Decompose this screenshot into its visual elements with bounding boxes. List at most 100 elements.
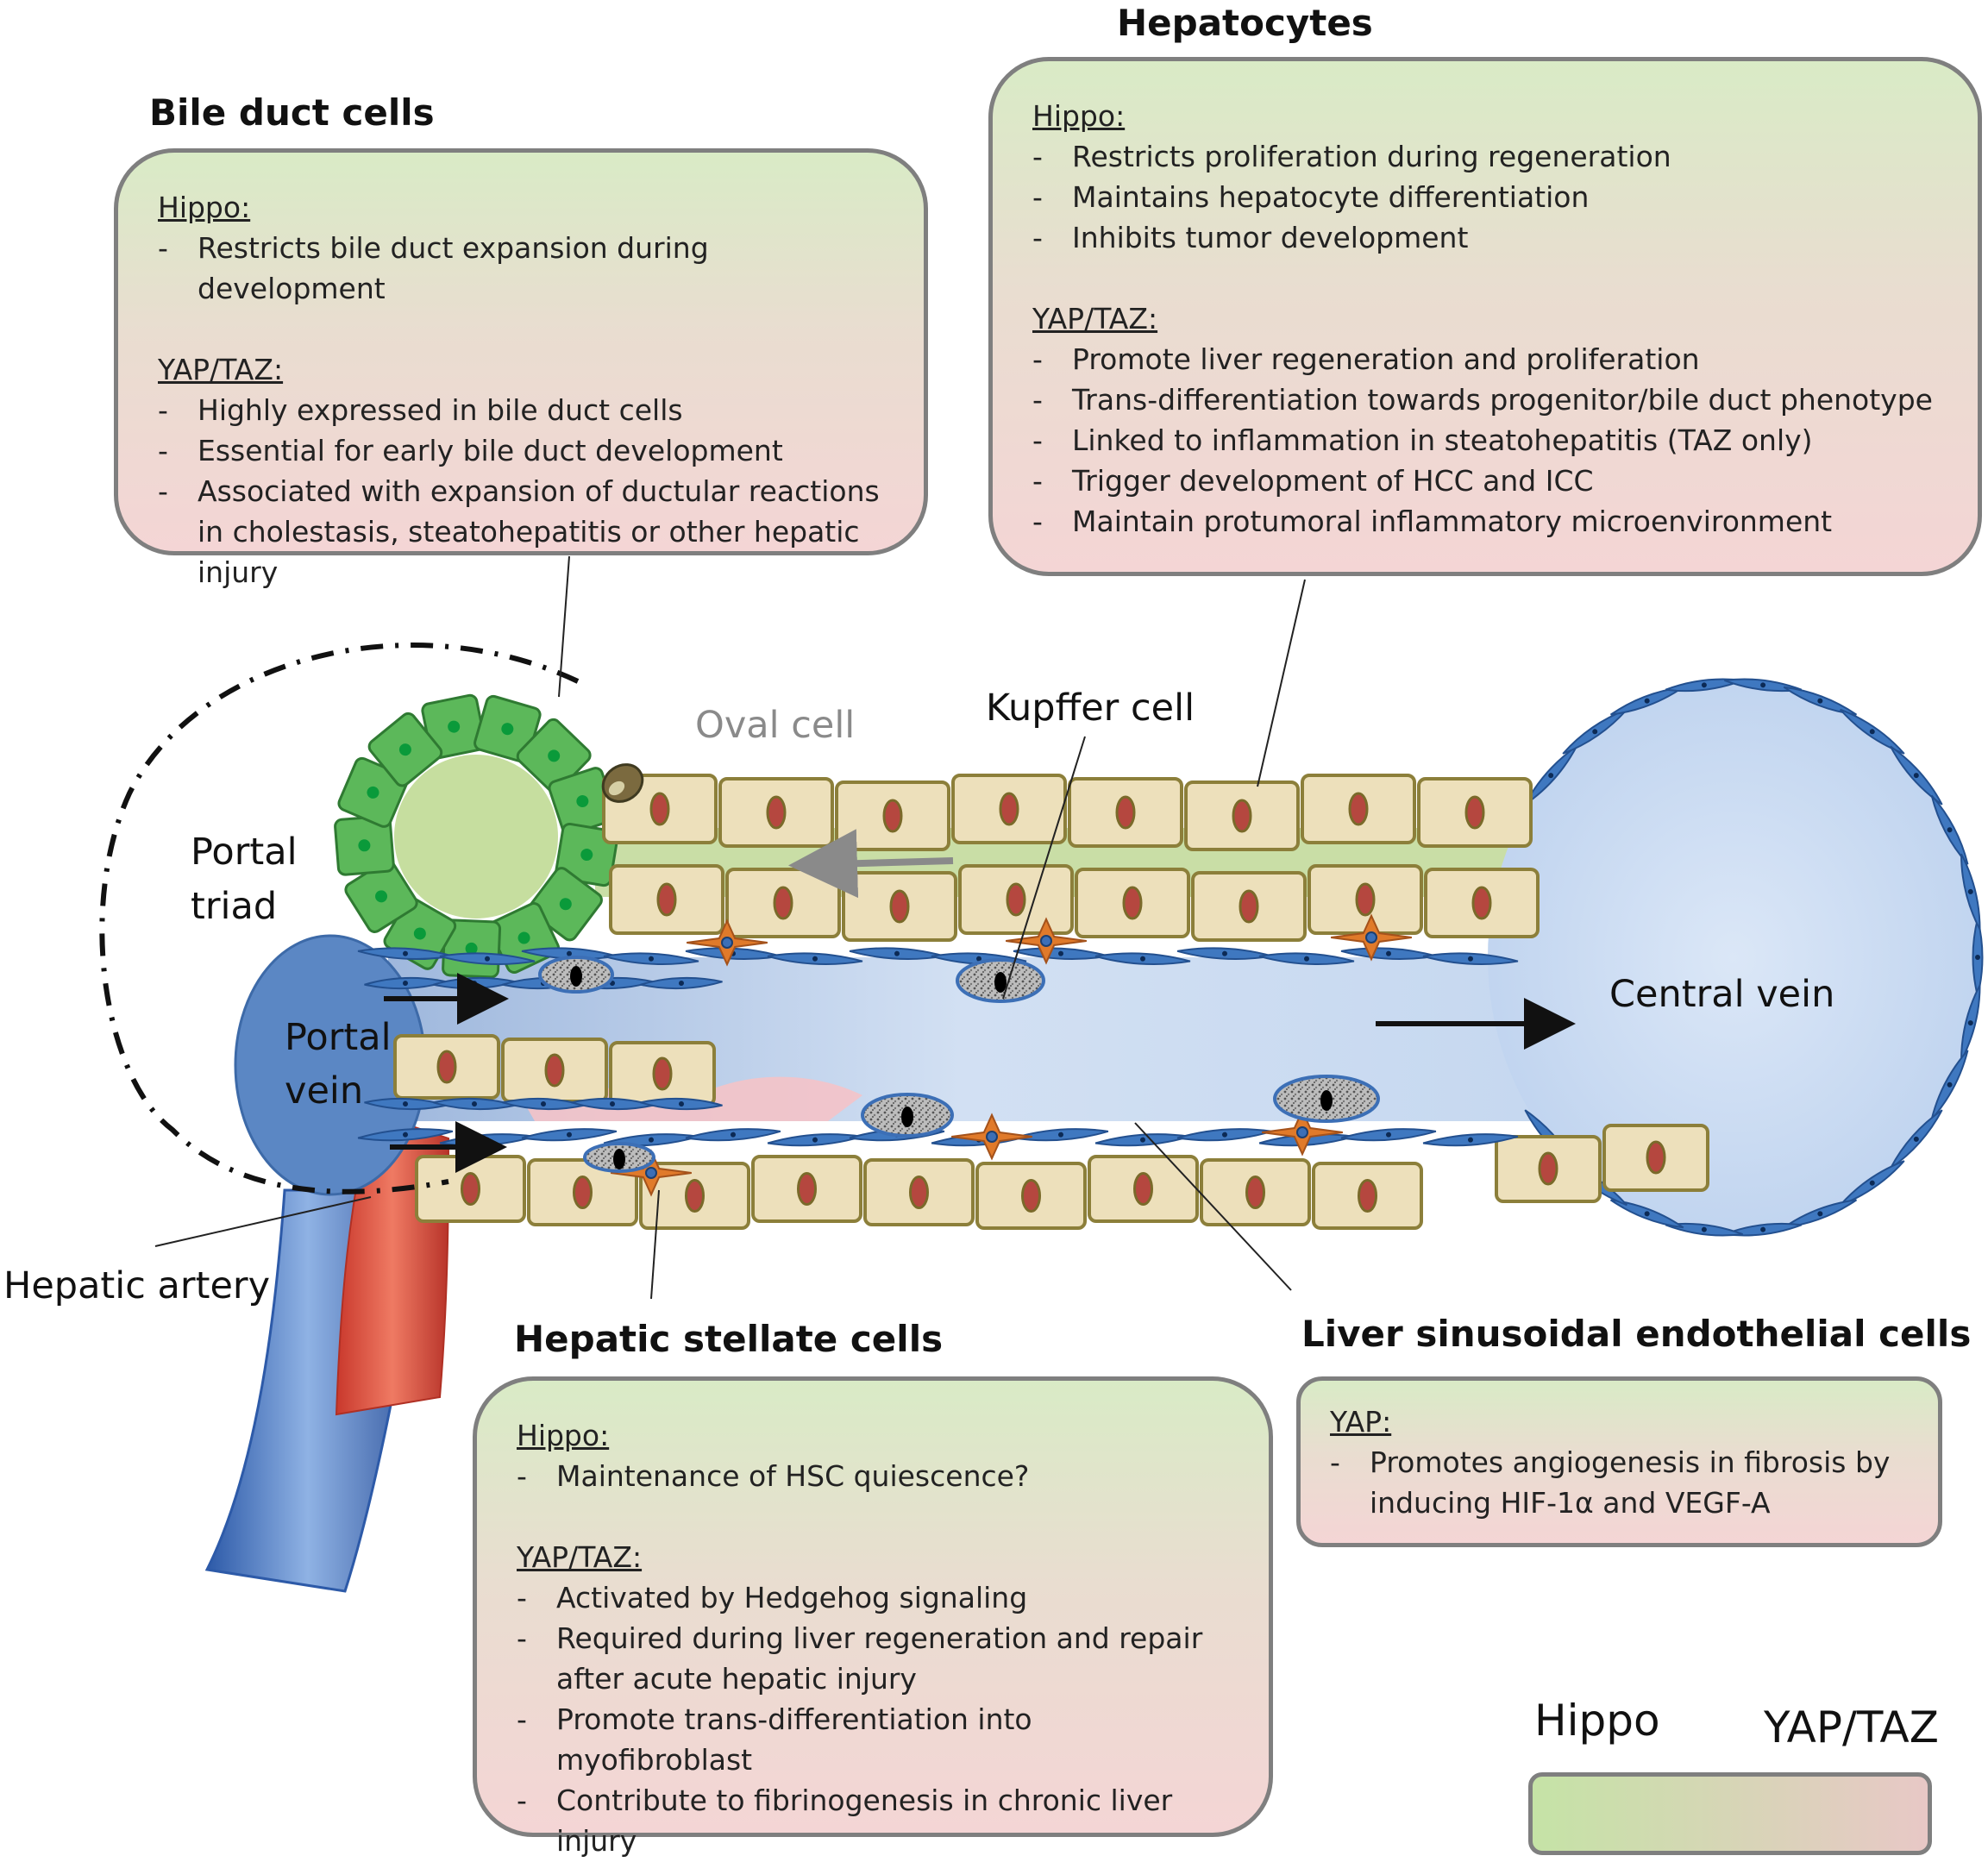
hepatocyte bbox=[1417, 777, 1533, 848]
endothelial-cell bbox=[1013, 1128, 1109, 1142]
hsc-yap-heading: YAP/TAZ: bbox=[517, 1540, 643, 1574]
label-portal-triad-line2: triad bbox=[191, 885, 278, 928]
endothelial-cell bbox=[767, 952, 863, 966]
hepatocyte bbox=[958, 864, 1074, 935]
label-hepatic-artery: Hepatic artery bbox=[3, 1264, 271, 1307]
hepatocyte bbox=[842, 871, 957, 942]
hepatocyte bbox=[609, 1041, 716, 1107]
list-item: -Required during liver regeneration and … bbox=[517, 1621, 1203, 1696]
hepatocyte bbox=[951, 774, 1067, 844]
title-hepatocytes: Hepatocytes bbox=[1117, 2, 1373, 44]
label-oval-cell: Oval cell bbox=[695, 704, 856, 747]
endothelial-cell bbox=[640, 976, 723, 990]
stellate-cell bbox=[1006, 917, 1087, 965]
list-item: -Activated by Hedgehog signaling bbox=[517, 1581, 1028, 1614]
endothelial-cell bbox=[1340, 1128, 1437, 1142]
kupffer-cell bbox=[861, 1093, 954, 1138]
hepatocyte bbox=[1602, 1124, 1709, 1192]
hepatocyte bbox=[1075, 868, 1190, 938]
list-item: -Promotes angiogenesis in fibrosis by in… bbox=[1330, 1445, 1891, 1520]
list-item: -Maintain protumoral inflammatory microe… bbox=[1032, 505, 1833, 538]
bile-duct-cell bbox=[367, 712, 443, 787]
endothelial-cell bbox=[1422, 1133, 1519, 1147]
hepatocyte bbox=[1312, 1162, 1423, 1230]
endothelial-cell bbox=[1960, 853, 1981, 931]
endothelial-cell bbox=[685, 1128, 781, 1142]
hepatocyte bbox=[1308, 864, 1423, 935]
hepatocyte bbox=[718, 777, 834, 848]
hepatocyte bbox=[975, 1162, 1087, 1230]
list-item: -Associated with expansion of ductular r… bbox=[158, 474, 880, 589]
list-item: -Promote trans-differentiation into myof… bbox=[517, 1702, 1032, 1777]
hepatocyte bbox=[393, 1034, 500, 1100]
bile-flow-arrow bbox=[788, 829, 954, 899]
hepatocyte bbox=[639, 1162, 750, 1230]
lsec-info-box: YAP: -Promotes angiogenesis in fibrosis … bbox=[1296, 1376, 1942, 1547]
kupffer-cells bbox=[538, 956, 1380, 1173]
label-portal-vein-line1: Portal bbox=[285, 1016, 392, 1059]
label-portal-vein-line2: vein bbox=[285, 1069, 364, 1113]
list-item: -Promote liver regeneration and prolifer… bbox=[1032, 342, 1700, 376]
label-central-vein: Central vein bbox=[1609, 973, 1835, 1016]
kupffer-cell bbox=[956, 958, 1045, 1003]
pointer-hsc bbox=[650, 1189, 660, 1300]
hep-yap-heading: YAP/TAZ: bbox=[1032, 302, 1158, 335]
list-item: -Trans-differentiation towards progenito… bbox=[1032, 383, 1933, 417]
kupffer-cell bbox=[538, 956, 614, 994]
endothelial-cell bbox=[1094, 952, 1191, 966]
title-hepatic-stellate-cells: Hepatic stellate cells bbox=[514, 1318, 944, 1360]
hepatic-stellate-cells bbox=[611, 913, 1412, 1197]
endothelial-cell bbox=[357, 1128, 454, 1142]
endothelial-cell bbox=[1783, 686, 1857, 716]
stellate-info-box: Hippo: -Maintenance of HSC quiescence? Y… bbox=[473, 1376, 1273, 1858]
list-item: -Trigger development of HCC and ICC bbox=[1032, 464, 1594, 498]
list-item: -Linked to inflammation in steatohepatit… bbox=[1032, 423, 1813, 457]
portal-triad-outline bbox=[99, 643, 580, 1194]
hepatocyte bbox=[1068, 777, 1183, 848]
endothelial-cell bbox=[1839, 708, 1905, 755]
endothelial-cell bbox=[1930, 794, 1969, 865]
list-item: -Highly expressed in bile duct cells bbox=[158, 393, 683, 427]
endothelial-cell bbox=[603, 952, 699, 966]
pointer-bile bbox=[558, 555, 570, 698]
endothelial-cell bbox=[1094, 1133, 1191, 1147]
list-item: -Essential for early bile duct developme… bbox=[158, 434, 783, 467]
hepatocyte bbox=[609, 864, 724, 935]
stellate-cell bbox=[687, 918, 768, 967]
endothelial-cell bbox=[1422, 952, 1519, 966]
endothelial-cell bbox=[1890, 745, 1943, 806]
stellate-cell bbox=[1331, 913, 1412, 962]
hepatocyte bbox=[1424, 868, 1540, 938]
bile-hippo-heading: Hippo: bbox=[158, 191, 251, 224]
kupffer-cell bbox=[1273, 1075, 1380, 1123]
hepatocyte bbox=[1301, 774, 1416, 844]
hepatocyte-plates bbox=[393, 774, 1709, 1230]
list-item: -Contribute to fibrinogenesis in chronic… bbox=[517, 1784, 1173, 1858]
hepatocyte bbox=[501, 1038, 608, 1103]
pointer-artery bbox=[154, 1196, 372, 1247]
bile-duct-info-box: Hippo: -Restricts bile duct expansion du… bbox=[114, 148, 928, 589]
hep-hippo-heading: Hippo: bbox=[1032, 99, 1126, 133]
endothelial-cell bbox=[1176, 1128, 1273, 1142]
list-item: -Inhibits tumor development bbox=[1032, 221, 1469, 254]
lsec-yap-heading: YAP: bbox=[1330, 1405, 1392, 1439]
kupffer-cell bbox=[583, 1142, 655, 1173]
hepatocyte bbox=[1184, 781, 1300, 851]
central-vein bbox=[1488, 681, 1979, 1233]
endothelial-cell bbox=[1258, 952, 1355, 966]
endothelial-cell bbox=[1610, 1199, 1684, 1229]
pointer-lsec bbox=[1134, 1122, 1292, 1291]
label-portal-triad-line1: Portal bbox=[191, 831, 298, 874]
endothelial-cell bbox=[767, 1133, 863, 1147]
hepatocyte bbox=[835, 781, 950, 851]
endothelial-cell bbox=[439, 952, 536, 966]
hepatocyte bbox=[751, 1155, 862, 1223]
list-item: -Maintenance of HSC quiescence? bbox=[517, 1459, 1030, 1493]
hepatocyte bbox=[863, 1158, 975, 1226]
endothelial-cell bbox=[640, 1097, 723, 1111]
pointer-hep bbox=[1257, 579, 1306, 787]
hepatocyte bbox=[1088, 1155, 1199, 1223]
hepatocyte bbox=[725, 868, 841, 938]
stellate-cell bbox=[951, 1113, 1032, 1161]
